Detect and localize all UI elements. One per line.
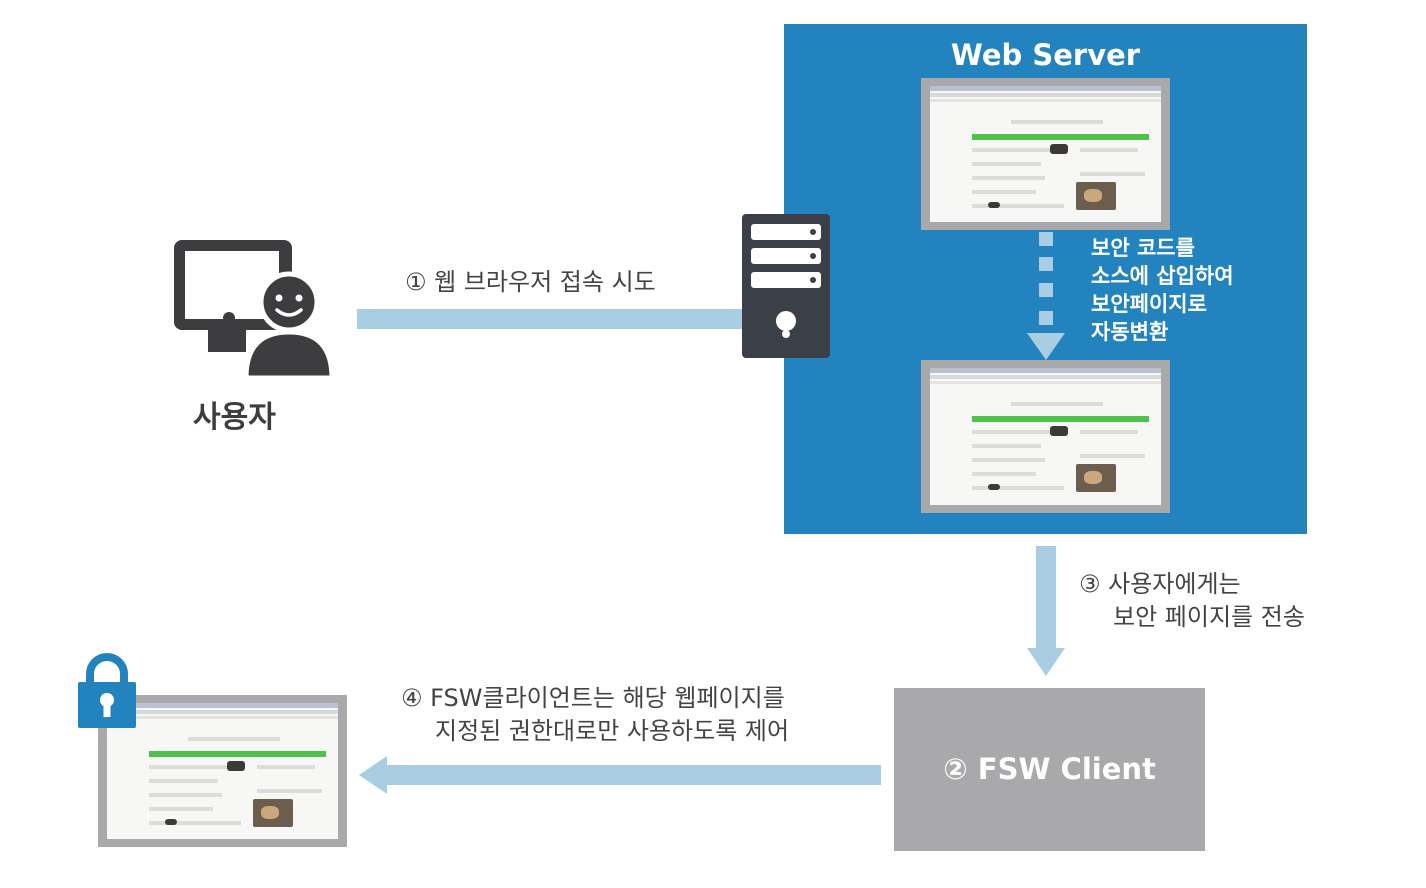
- transfer-arrow-head: [1027, 648, 1065, 676]
- conversion-note-line: 소스에 삽입하여: [1091, 264, 1234, 288]
- conversion-note-line: 보안페이지로: [1091, 292, 1207, 316]
- step3-label: ③ 사용자에게는 보안 페이지를 전송: [1079, 568, 1305, 634]
- step3-line: ③ 사용자에게는: [1079, 570, 1241, 598]
- protected-page-thumbnail: [98, 695, 347, 847]
- step4-line: 지정된 권한대로만 사용하도록 제어: [435, 717, 790, 745]
- conversion-dash: [1039, 232, 1053, 246]
- step1-label: ① 웹 브라우저 접속 시도: [405, 268, 656, 296]
- transfer-arrow-shaft: [1036, 546, 1056, 650]
- conversion-dash: [1039, 257, 1053, 271]
- step4-line: ④ FSW클라이언트는 해당 웹페이지를: [401, 684, 785, 712]
- conversion-note-line: 보안 코드를: [1091, 236, 1195, 260]
- web-server-title: Web Server: [950, 38, 1141, 72]
- conversion-dash: [1039, 283, 1053, 297]
- fsw-client-box: [894, 688, 1205, 851]
- original-page-thumbnail: [921, 78, 1170, 230]
- fsw-client-label: ② FSW Client: [943, 752, 1156, 786]
- control-arrow-head: [359, 756, 387, 794]
- monitor-user-icon: [174, 240, 334, 380]
- padlock-icon: [78, 653, 136, 728]
- server-rack-icon: [742, 214, 830, 358]
- conversion-note: 보안 코드를 소스에 삽입하여 보안페이지로 자동변환: [1091, 234, 1234, 346]
- user-label: 사용자: [193, 400, 276, 435]
- conversion-arrow-head: [1027, 333, 1065, 360]
- conversion-dash: [1039, 311, 1053, 325]
- control-arrow-shaft: [386, 765, 881, 785]
- secured-page-thumbnail: [921, 360, 1170, 513]
- step3-line: 보안 페이지를 전송: [1113, 603, 1305, 631]
- conversion-note-line: 자동변환: [1091, 320, 1169, 344]
- request-arrow: [357, 309, 787, 329]
- step4-label: ④ FSW클라이언트는 해당 웹페이지를 지정된 권한대로만 사용하도록 제어: [401, 682, 789, 748]
